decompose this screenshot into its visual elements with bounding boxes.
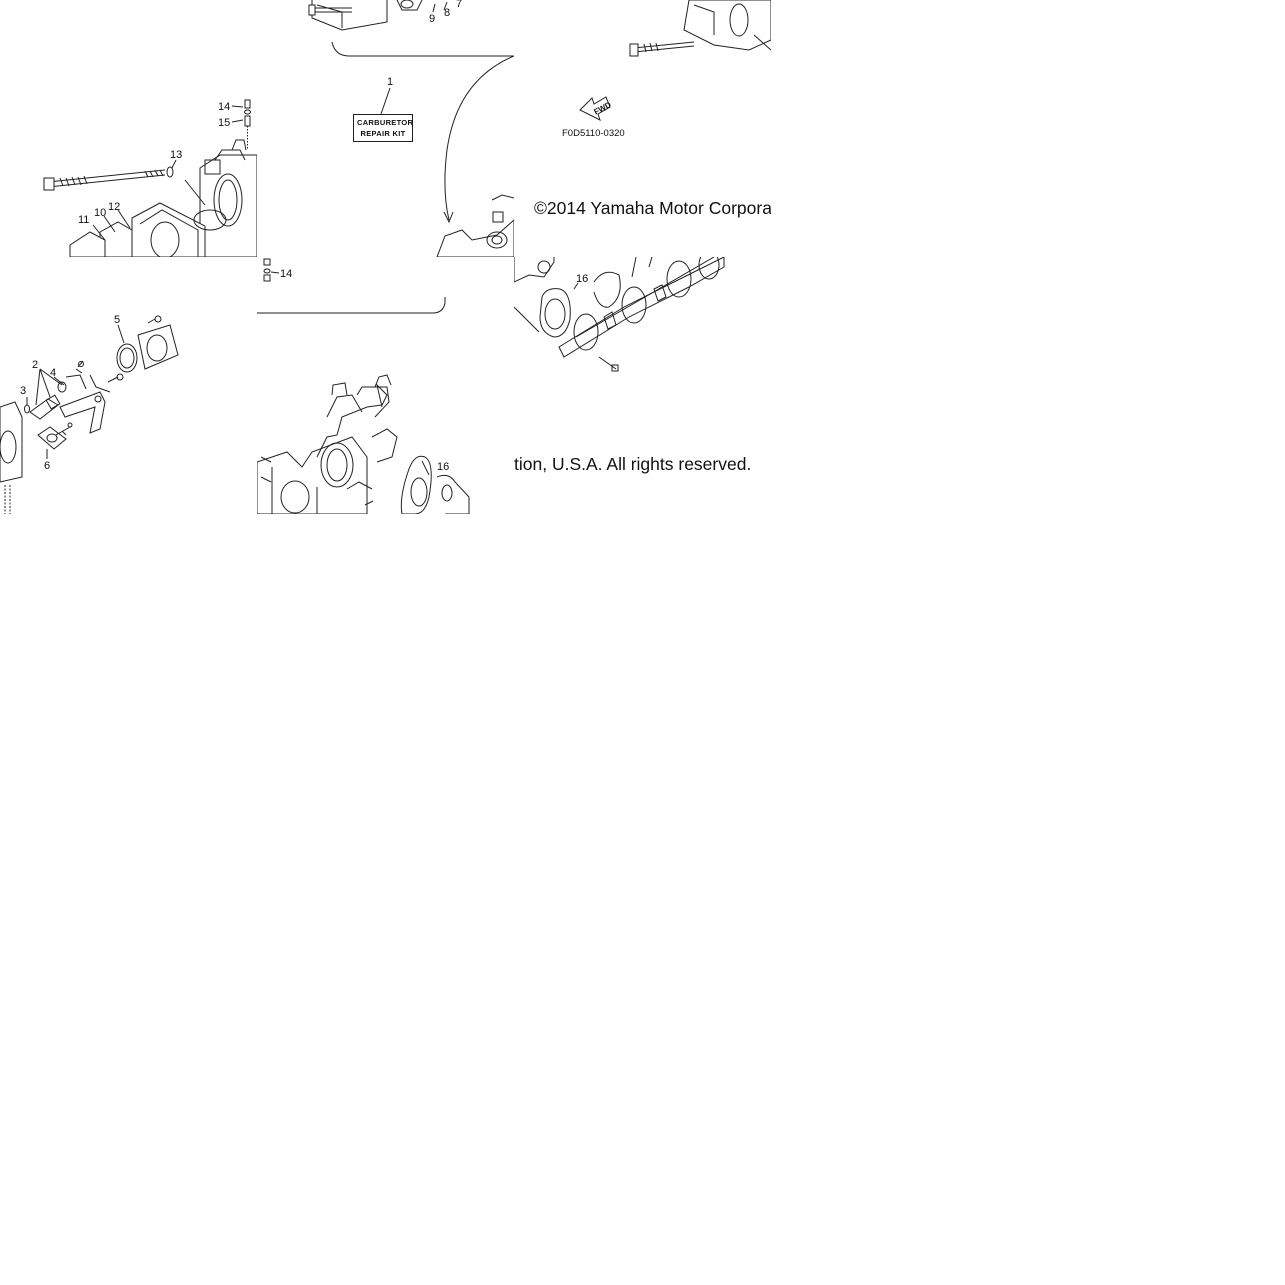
kit-label-line-1: CARBURETOR: [357, 118, 414, 127]
fwd-indicator-drawing: FWD: [579, 0, 771, 121]
callout-6: 6: [44, 460, 50, 472]
diagram-tile-middle-left: 5 2 4 3 6: [0, 257, 257, 514]
callout-14: 14: [218, 101, 230, 113]
kit-label-line-2: REPAIR KIT: [360, 129, 406, 138]
diagram-tile-top-left: 14 15 13 12 10 11: [0, 0, 257, 257]
callout-3: 3: [20, 385, 26, 397]
callout-16-manifold: 16: [576, 273, 588, 285]
diaphragm-and-jet-drawing: 5 2 4 3 6: [0, 314, 179, 514]
callout-9: 9: [429, 13, 435, 25]
repair-kit-group-drawing: 9 8 7 1: [308, 0, 514, 257]
copyright-text-part-1: ©2014 Yamaha Motor Corpora: [534, 198, 771, 218]
callout-1: 1: [387, 76, 393, 88]
copyright-text-part-2: tion, U.S.A. All rights reserved.: [514, 454, 752, 474]
callout-8: 8: [444, 7, 450, 19]
callout-4: 4: [50, 367, 56, 379]
carburetor-assembly-drawing: 14 16: [257, 258, 470, 514]
diagram-tile-top-right: FWD F0D5110-0320 ©2014 Yamaha Motor Corp…: [514, 0, 771, 257]
callout-14-lower: 14: [280, 268, 292, 280]
callout-15: 15: [218, 117, 230, 129]
callout-13: 13: [170, 149, 182, 161]
callout-12: 12: [108, 201, 120, 213]
callout-10: 10: [94, 207, 106, 219]
carburetor-side-view-drawing: 14 15 13 12 10 11: [43, 99, 257, 257]
diagram-tile-center: 14 16: [257, 257, 514, 514]
callout-11: 11: [78, 214, 89, 226]
figure-code: F0D5110-0320: [562, 128, 625, 139]
callout-16: 16: [437, 461, 449, 473]
callout-5: 5: [114, 314, 120, 326]
fwd-label: FWD: [592, 100, 613, 117]
diagram-tile-middle-right: 16 tion, U.S.A. All rights reserved.: [514, 257, 771, 514]
callout-7: 7: [456, 0, 462, 10]
carburetor-repair-kit-label: CARBURETOR REPAIR KIT: [353, 114, 413, 142]
diagram-tile-top-middle: 9 8 7 1 CARBURETOR REPAIR KIT: [257, 0, 514, 257]
callout-2: 2: [32, 359, 38, 371]
intake-manifold-drawing: 16: [514, 257, 725, 372]
